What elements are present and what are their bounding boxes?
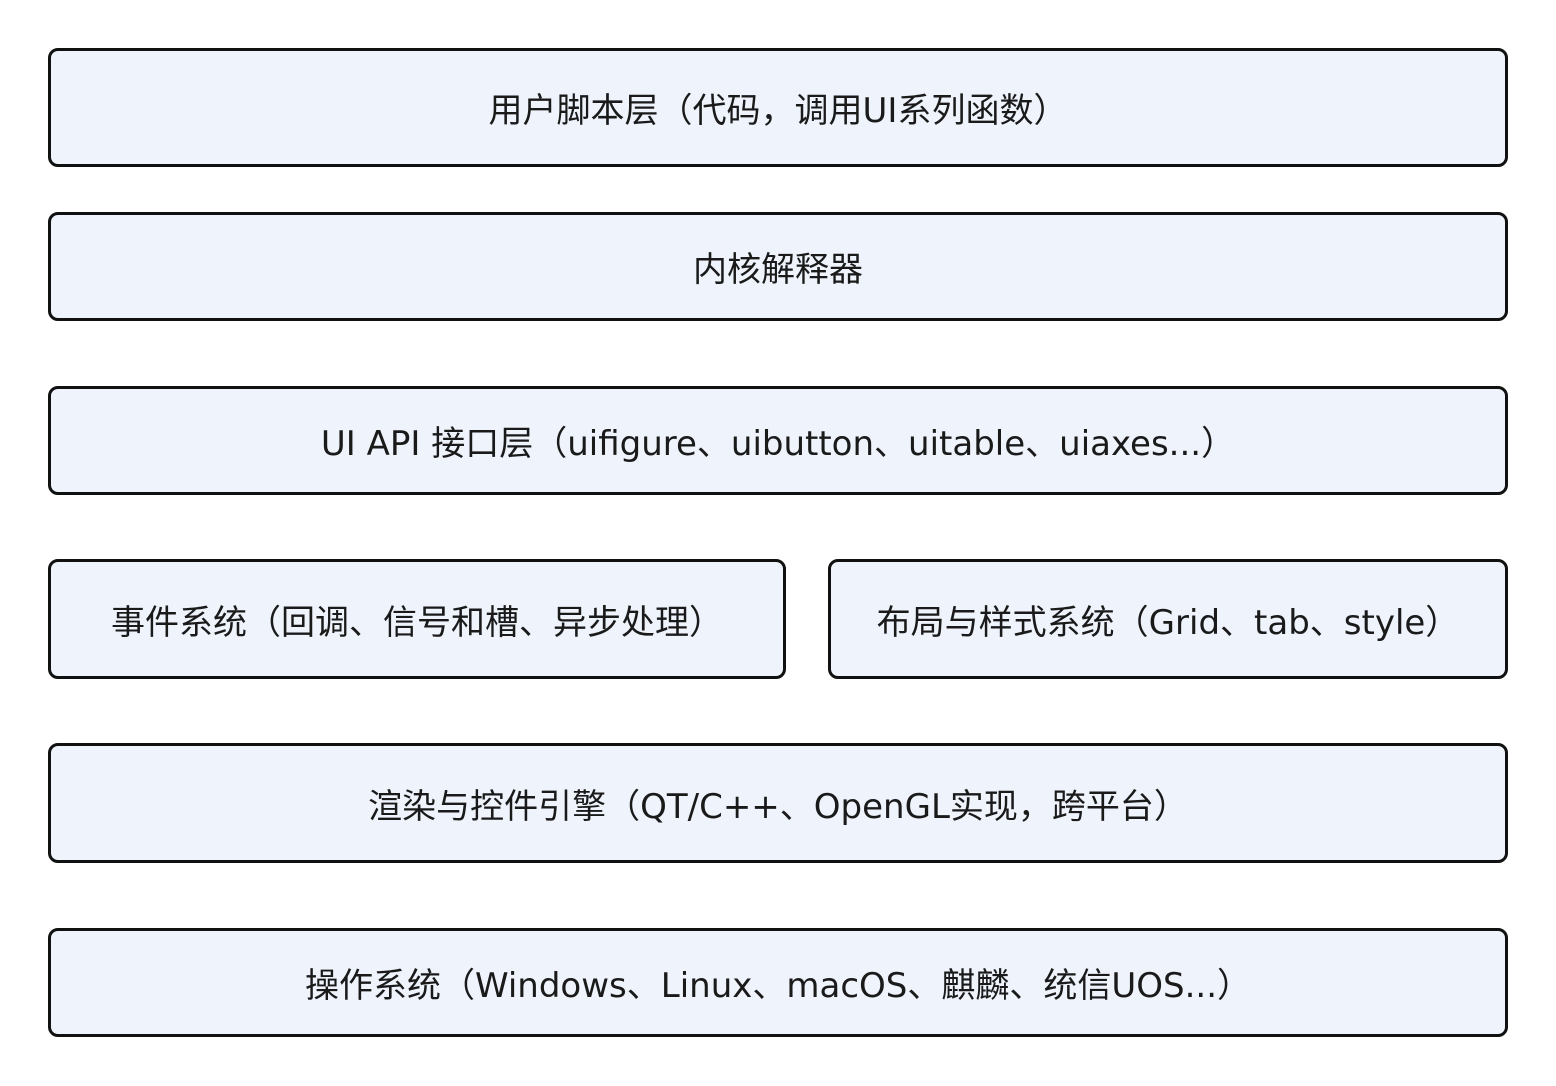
layer-layout-style-system: 布局与样式系统（Grid、tab、style） [828, 559, 1508, 679]
layer-user-script: 用户脚本层（代码，调用UI系列函数） [48, 48, 1508, 167]
layer-operating-system: 操作系统（Windows、Linux、macOS、麒麟、统信UOS...） [48, 928, 1508, 1037]
layer-render-engine-label: 渲染与控件引擎（QT/C++、OpenGL实现，跨平台） [368, 786, 1188, 827]
layer-ui-api-label: UI API 接口层（uifigure、uibutton、uitable、uia… [320, 424, 1236, 464]
layer-event-system-label: 事件系统（回调、信号和槽、异步处理） [111, 602, 723, 643]
layer-render-engine: 渲染与控件引擎（QT/C++、OpenGL实现，跨平台） [48, 743, 1508, 863]
layer-layout-style-system-label: 布局与样式系统（Grid、tab、style） [876, 602, 1460, 643]
layer-kernel-interpreter: 内核解释器 [48, 212, 1508, 321]
layer-event-system: 事件系统（回调、信号和槽、异步处理） [48, 559, 786, 679]
layer-kernel-interpreter-label: 内核解释器 [693, 250, 863, 290]
layer-operating-system-label: 操作系统（Windows、Linux、macOS、麒麟、统信UOS...） [304, 966, 1252, 1006]
layer-ui-api: UI API 接口层（uifigure、uibutton、uitable、uia… [48, 386, 1508, 495]
layer-user-script-label: 用户脚本层（代码，调用UI系列函数） [488, 91, 1068, 131]
